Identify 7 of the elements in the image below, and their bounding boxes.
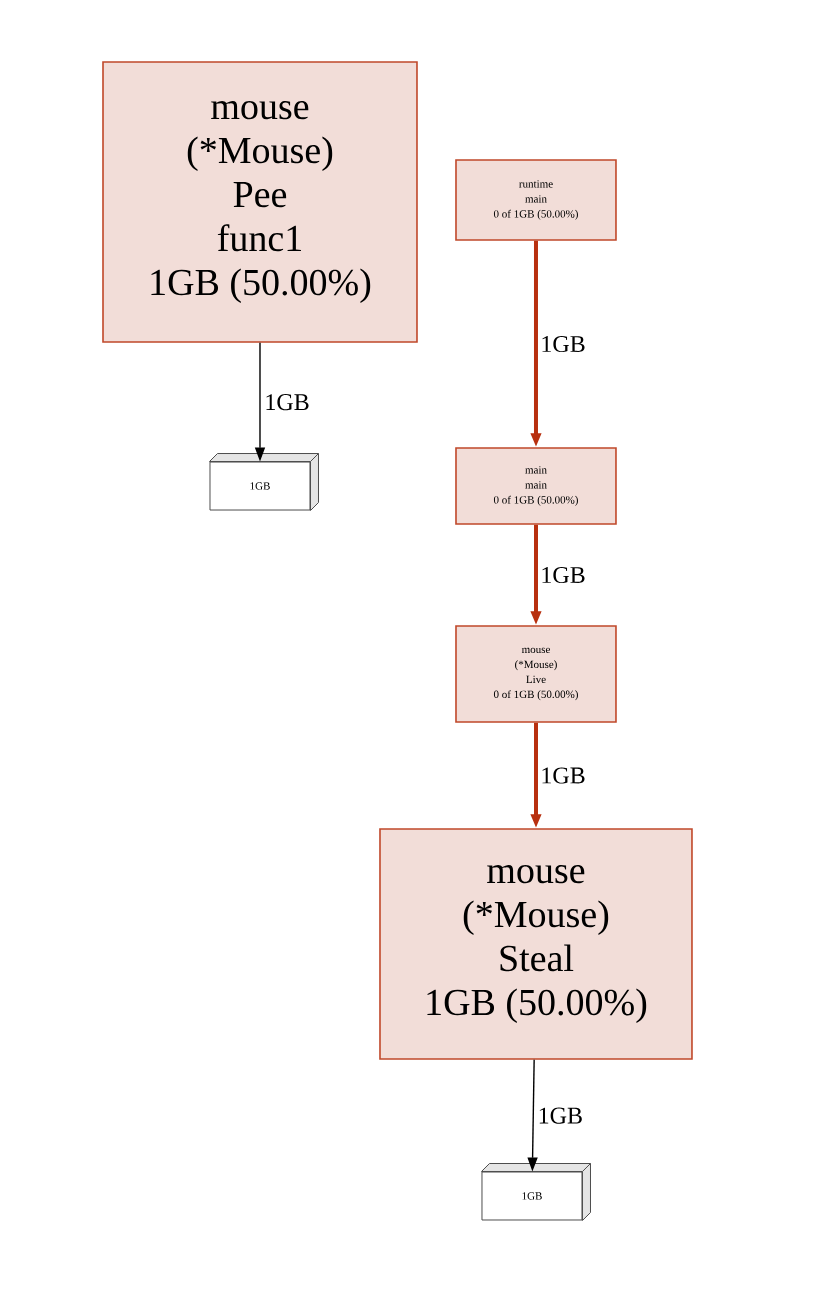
edge-label: 1GB (542, 335, 585, 353)
function-box: mouse (*Mouse) Pee func1 1GB (50.00%) (102, 61, 418, 343)
edge-label: 1GB (542, 566, 585, 584)
edge-label: 1GB (542, 767, 585, 784)
edge-label: 1GB (266, 394, 309, 411)
function-box: mouse (*Mouse) Steal 1GB (50.00%) (379, 828, 693, 1060)
edge-label: 1GB (539, 1107, 582, 1124)
